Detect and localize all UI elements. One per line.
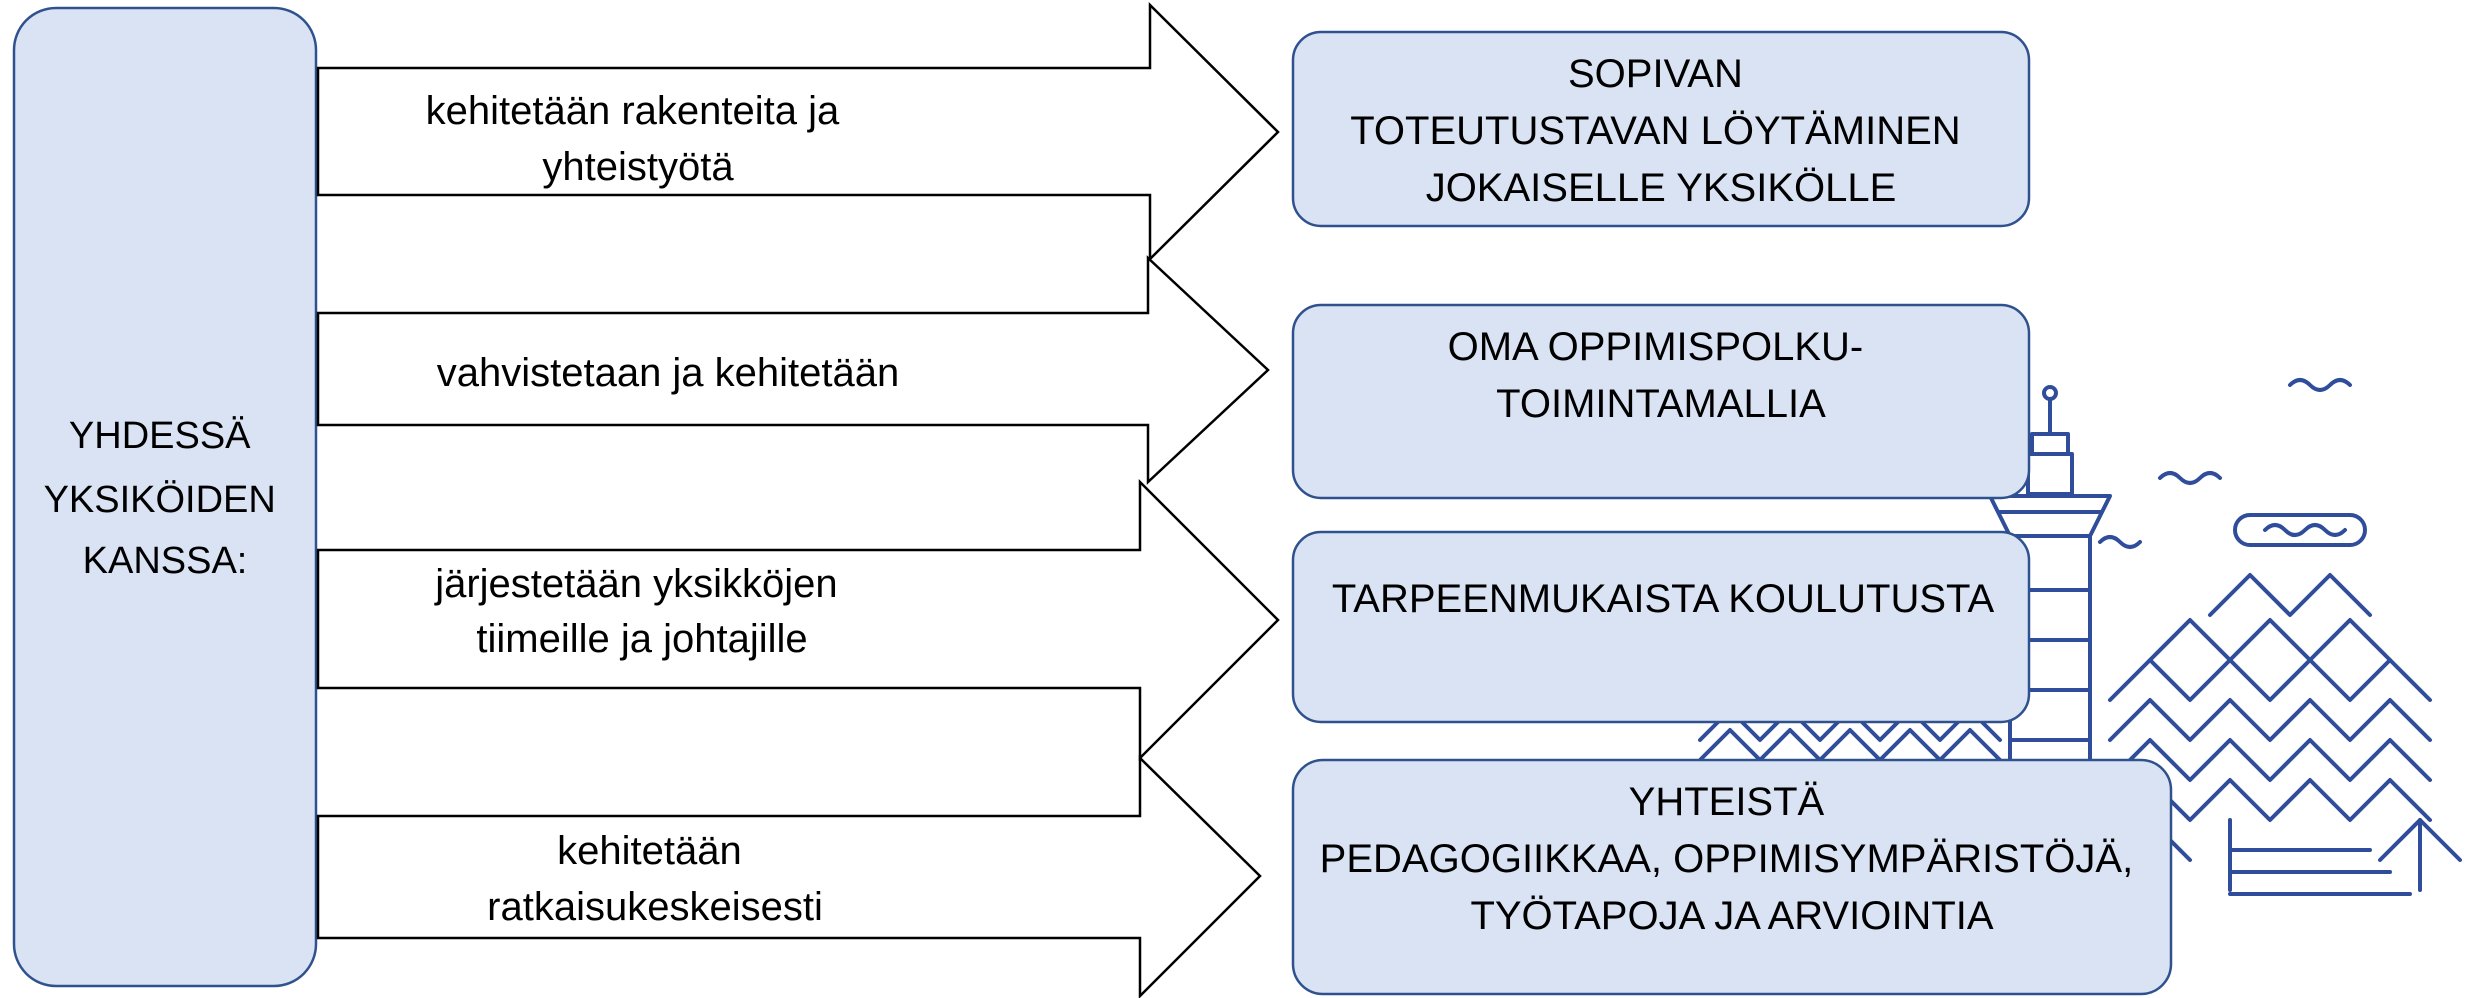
- target-box-3: TARPEENMUKAISTA KOULUTUSTA: [1291, 530, 2031, 724]
- target-2-label-line-1: OMA OPPIMISPOLKU-: [1448, 325, 1864, 369]
- source-box-shape: [12, 6, 318, 988]
- arrow-2: vahvistetaan ja kehitetään: [316, 255, 1270, 485]
- target-box-4: YHTEISTÄ PEDAGOGIIKKAA, OPPIMISYMPÄRISTÖ…: [1291, 758, 2173, 996]
- arrow-3-label-line-2: tiimeille ja johtajille: [476, 617, 807, 661]
- source-box: YHDESSÄ YKSIKÖIDEN KANSSA:: [12, 6, 318, 988]
- target-1-label-line-3: JOKAISELLE YKSIKÖLLE: [1426, 166, 1897, 210]
- arrow-3-label: järjestetään yksikköjen tiimeille ja joh…: [434, 562, 849, 661]
- arrow-2-label-line-1: vahvistetaan ja kehitetään: [437, 351, 900, 395]
- target-2-label: OMA OPPIMISPOLKU- TOIMINTAMALLIA: [1448, 325, 1875, 426]
- arrow-4-label-line-2: ratkaisukeskeisesti: [487, 885, 823, 929]
- target-box-2: OMA OPPIMISPOLKU- TOIMINTAMALLIA: [1291, 303, 2031, 500]
- target-box-3-shape: [1291, 530, 2031, 724]
- target-4-label-line-1: YHTEISTÄ: [1629, 780, 1825, 824]
- target-4-label-line-3: TYÖTAPOJA JA ARVIOINTIA: [1470, 894, 1993, 938]
- arrow-3: järjestetään yksikköjen tiimeille ja joh…: [316, 478, 1280, 762]
- arrow-4: kehitetään ratkaisukeskeisesti: [316, 755, 1262, 998]
- arrow-4-label: kehitetään ratkaisukeskeisesti: [487, 829, 823, 929]
- target-2-label-line-2: TOIMINTAMALLIA: [1496, 382, 1826, 426]
- target-box-4-shape: [1291, 758, 2173, 996]
- target-1-label-line-1: SOPIVAN: [1568, 52, 1743, 96]
- arrow-2-label: vahvistetaan ja kehitetään: [437, 351, 900, 395]
- arrow-3-shape: [316, 478, 1280, 762]
- source-label-line-2: YKSIKÖIDEN: [44, 479, 276, 521]
- target-1-label: SOPIVAN TOTEUTUSTAVAN LÖYTÄMINEN JOKAISE…: [1350, 52, 1972, 210]
- arrow-4-shape: [316, 755, 1262, 998]
- target-4-label-line-2: PEDAGOGIIKKAA, OPPIMISYMPÄRISTÖJÄ,: [1320, 837, 2134, 881]
- arrow-1: kehitetään rakenteita ja yhteistyötä: [316, 1, 1280, 263]
- arrow-1-label-line-2: yhteistyötä: [542, 145, 734, 189]
- target-3-label-line-1: TARPEENMUKAISTA KOULUTUSTA: [1332, 577, 1995, 621]
- arrow-4-label-line-1: kehitetään: [557, 829, 742, 873]
- source-label-line-1: YHDESSÄ: [69, 415, 251, 457]
- target-box-1-shape: [1291, 30, 2031, 228]
- source-label: YHDESSÄ YKSIKÖIDEN KANSSA:: [44, 415, 287, 582]
- arrow-1-label-line-1: kehitetään rakenteita ja: [426, 89, 840, 133]
- arrow-1-shape: [316, 1, 1280, 263]
- target-3-label: TARPEENMUKAISTA KOULUTUSTA: [1332, 577, 1995, 621]
- arrow-1-label: kehitetään rakenteita ja yhteistyötä: [426, 89, 851, 189]
- target-4-label: YHTEISTÄ PEDAGOGIIKKAA, OPPIMISYMPÄRISTÖ…: [1320, 780, 2145, 938]
- arrow-3-label-line-1: järjestetään yksikköjen: [434, 562, 837, 606]
- target-box-2-shape: [1291, 303, 2031, 500]
- source-label-line-3: KANSSA:: [83, 540, 248, 582]
- arrow-2-shape: [316, 255, 1270, 485]
- target-box-1: SOPIVAN TOTEUTUSTAVAN LÖYTÄMINEN JOKAISE…: [1291, 30, 2031, 228]
- target-1-label-line-2: TOTEUTUSTAVAN LÖYTÄMINEN: [1350, 109, 1960, 153]
